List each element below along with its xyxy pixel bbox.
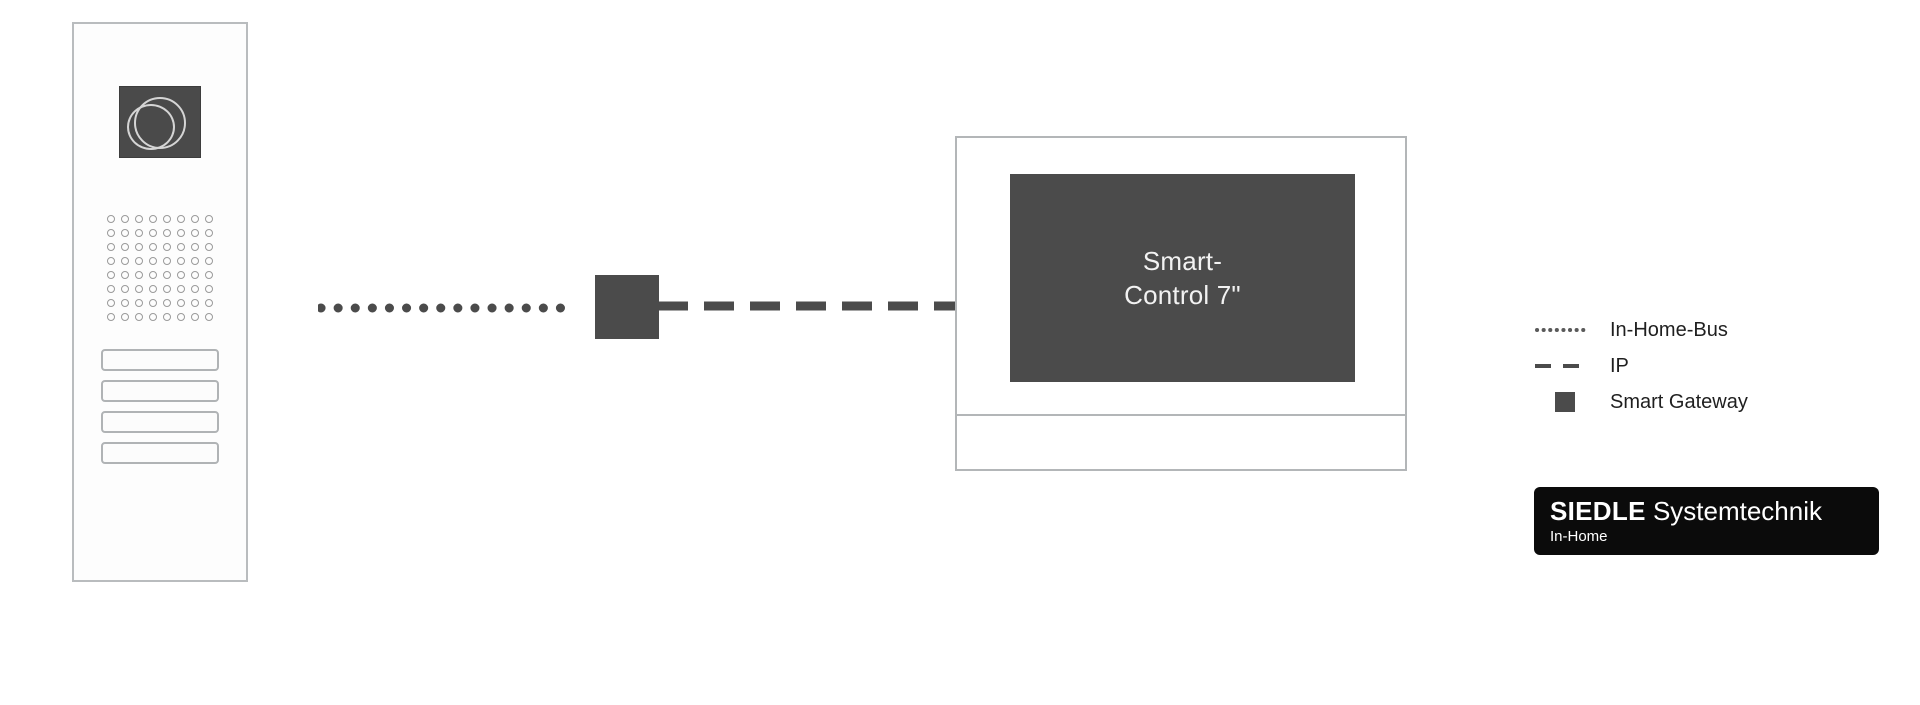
logo-product: Systemtechnik — [1645, 496, 1823, 526]
monitor-screen-line1: Smart- — [1142, 246, 1223, 276]
legend-label: IP — [1610, 354, 1629, 377]
grille-hole — [160, 212, 174, 226]
grille-hole — [188, 240, 202, 254]
grille-hole — [202, 310, 216, 324]
grille-hole — [160, 226, 174, 240]
legend: In-Home-Bus IP Smart Gateway — [1535, 312, 1875, 420]
call-button[interactable] — [101, 380, 219, 402]
grille-hole — [174, 226, 188, 240]
grille-hole — [146, 282, 160, 296]
grille-hole — [118, 240, 132, 254]
call-button-list — [101, 349, 219, 473]
grille-hole — [104, 310, 118, 324]
grille-hole — [104, 254, 118, 268]
grille-hole — [174, 282, 188, 296]
smart-control-monitor: Smart- Control 7" — [955, 136, 1407, 471]
logo-title: SIEDLE Systemtechnik — [1550, 496, 1879, 526]
grille-hole — [160, 268, 174, 282]
square-swatch-icon — [1535, 392, 1595, 412]
call-button[interactable] — [101, 349, 219, 371]
grille-hole — [146, 254, 160, 268]
grille-hole — [174, 212, 188, 226]
monitor-screen-line2: Control 7" — [1124, 280, 1241, 310]
grille-hole — [132, 212, 146, 226]
in-home-bus-connection — [318, 303, 580, 313]
speaker-grille — [104, 212, 216, 324]
grille-hole — [160, 254, 174, 268]
grille-hole — [104, 212, 118, 226]
camera-lens-inner-icon — [127, 104, 175, 150]
legend-label: Smart Gateway — [1610, 390, 1748, 413]
monitor-screen-label: Smart- Control 7" — [1010, 244, 1355, 312]
grille-hole — [188, 282, 202, 296]
grille-hole — [132, 254, 146, 268]
grille-hole — [104, 296, 118, 310]
grille-hole — [188, 254, 202, 268]
grille-hole — [160, 310, 174, 324]
grille-hole — [118, 268, 132, 282]
grille-hole — [188, 310, 202, 324]
grille-hole — [160, 240, 174, 254]
grille-hole — [146, 310, 160, 324]
grille-hole — [202, 296, 216, 310]
door-station — [72, 22, 248, 582]
grille-hole — [202, 212, 216, 226]
siedle-logo-badge: SIEDLE Systemtechnik In-Home — [1534, 487, 1879, 555]
grille-hole — [146, 296, 160, 310]
grille-hole — [146, 268, 160, 282]
grille-hole — [132, 268, 146, 282]
grille-hole — [146, 212, 160, 226]
grille-hole — [202, 254, 216, 268]
grille-hole — [188, 296, 202, 310]
ip-connection — [658, 299, 976, 313]
grille-hole — [160, 296, 174, 310]
monitor-base-divider — [957, 414, 1405, 416]
logo-brand: SIEDLE — [1550, 496, 1646, 526]
grille-hole — [132, 226, 146, 240]
legend-item-in-home-bus: In-Home-Bus — [1535, 312, 1875, 348]
grille-hole — [118, 254, 132, 268]
call-button[interactable] — [101, 442, 219, 464]
legend-item-smart-gateway: Smart Gateway — [1535, 384, 1875, 420]
dashed-line-icon — [1535, 362, 1595, 370]
smart-gateway-node — [595, 275, 659, 339]
grille-hole — [118, 226, 132, 240]
grille-hole — [118, 296, 132, 310]
legend-label: In-Home-Bus — [1610, 318, 1728, 341]
legend-item-ip: IP — [1535, 348, 1875, 384]
grille-hole — [174, 240, 188, 254]
grille-hole — [104, 240, 118, 254]
dotted-line-icon — [1535, 326, 1595, 334]
grille-hole — [118, 282, 132, 296]
grille-hole — [132, 310, 146, 324]
grille-hole — [146, 240, 160, 254]
grille-hole — [174, 296, 188, 310]
grille-hole — [118, 310, 132, 324]
grille-hole — [202, 240, 216, 254]
grille-hole — [104, 226, 118, 240]
camera-module — [119, 86, 201, 158]
logo-subtitle: In-Home — [1550, 528, 1608, 545]
grille-hole — [132, 296, 146, 310]
grille-hole — [160, 282, 174, 296]
grille-hole — [202, 282, 216, 296]
grille-hole — [188, 268, 202, 282]
grille-hole — [118, 212, 132, 226]
grille-hole — [174, 254, 188, 268]
monitor-screen: Smart- Control 7" — [1010, 174, 1355, 382]
grille-hole — [174, 310, 188, 324]
grille-hole — [146, 226, 160, 240]
grille-hole — [132, 240, 146, 254]
call-button[interactable] — [101, 411, 219, 433]
grille-hole — [104, 268, 118, 282]
grille-hole — [188, 226, 202, 240]
grille-hole — [202, 226, 216, 240]
grille-hole — [202, 268, 216, 282]
grille-hole — [104, 282, 118, 296]
gateway-color-swatch — [1555, 392, 1575, 412]
grille-hole — [188, 212, 202, 226]
grille-hole — [132, 282, 146, 296]
grille-hole — [174, 268, 188, 282]
